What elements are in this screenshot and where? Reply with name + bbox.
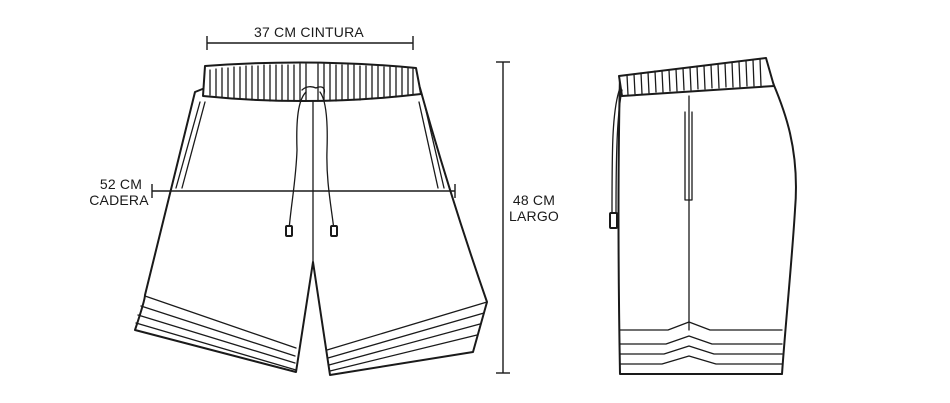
front-hem-stripes-right: [326, 301, 488, 372]
front-body-outline: [134, 87, 488, 376]
front-hem-stripes-left: [135, 295, 297, 371]
length-measurement-line: [496, 61, 510, 374]
waist-label: 37 CM CINTURA: [254, 24, 364, 40]
hip-measurement-line: [151, 184, 456, 198]
front-drawstring-right: [319, 91, 335, 231]
side-drawstring-tip: [609, 212, 618, 229]
front-waistband-ribbing: [209, 63, 414, 102]
front-drawstring-left: [288, 91, 307, 231]
side-pocket: [684, 111, 693, 201]
length-name-label: LARGO: [508, 208, 559, 224]
waist-measurement-line: [206, 36, 414, 50]
front-pocket-left-outer: [175, 101, 201, 189]
hip-name-label: CADERA: [89, 192, 149, 208]
length-value-label: 48 CM: [512, 192, 556, 208]
front-drawstring-tip-right: [330, 225, 338, 237]
front-drawstring-tip-left: [285, 225, 293, 237]
side-body-outline: [617, 75, 797, 375]
side-waistband: [618, 57, 775, 97]
front-pocket-right-inner: [418, 101, 439, 189]
front-pocket-right-outer: [423, 101, 445, 189]
side-view: [609, 57, 797, 375]
hip-value-label: 52 CM: [99, 176, 143, 192]
side-drawstring-a: [611, 87, 621, 216]
front-pocket-left-inner: [181, 101, 206, 189]
front-view: [134, 61, 488, 376]
side-drawstring-b: [615, 89, 623, 216]
side-waistband-ribbing: [626, 58, 762, 96]
side-hem-stripes: [619, 321, 783, 365]
front-drawstring-knot: [301, 86, 326, 95]
front-waistband: [202, 61, 422, 103]
